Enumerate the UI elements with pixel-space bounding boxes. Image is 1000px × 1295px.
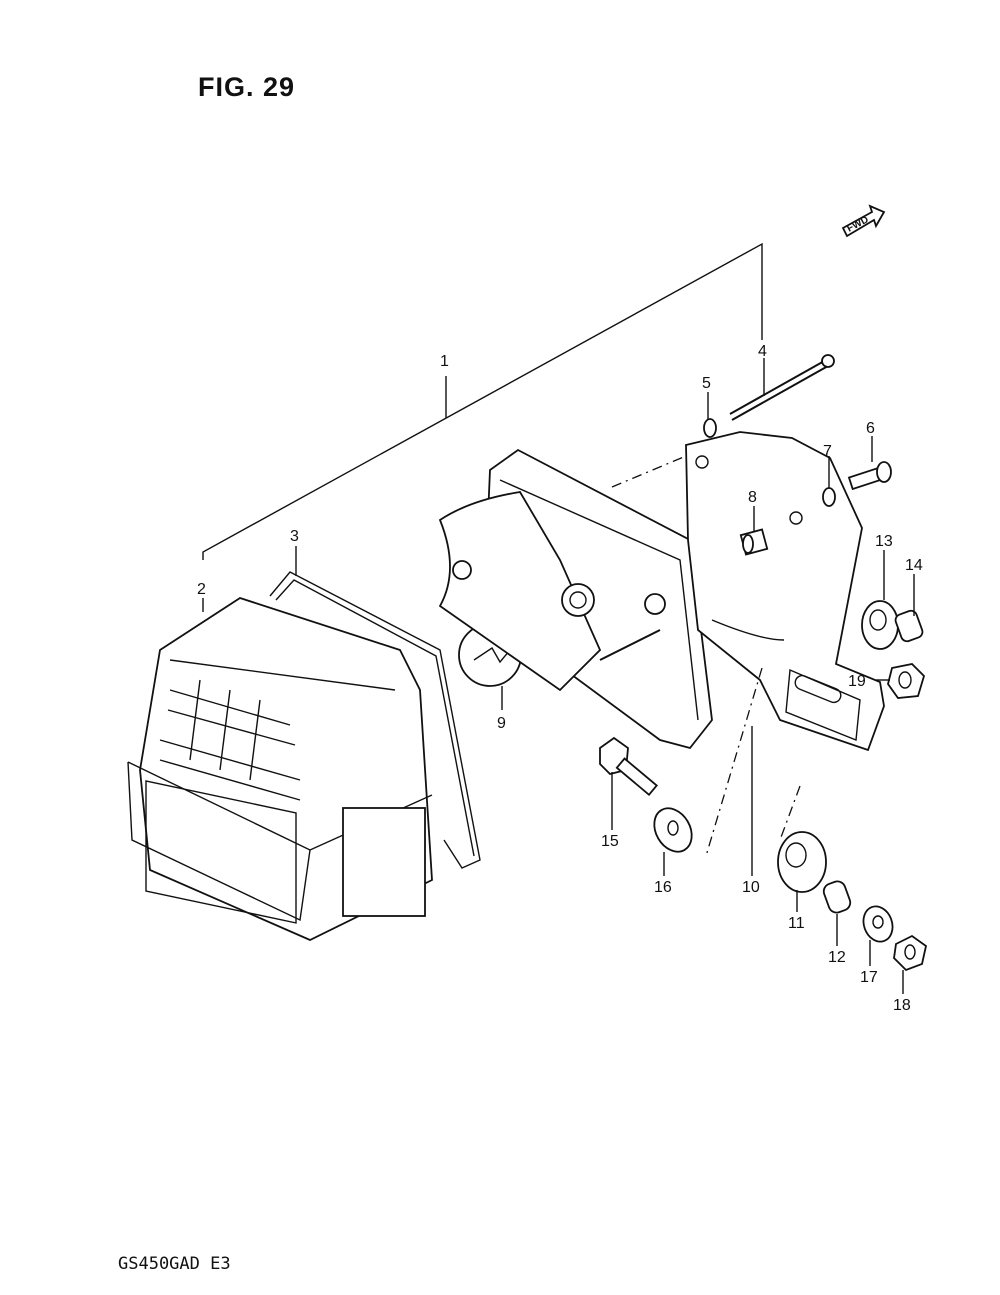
lamp-housing (438, 448, 713, 750)
part-label: 3 (290, 528, 299, 545)
part-10-bracket (685, 431, 885, 752)
part-3-gasket (269, 571, 481, 869)
part-label: 15 (601, 833, 619, 850)
part-14-collar (894, 609, 924, 643)
part-label: 2 (197, 581, 206, 598)
part-18-nut (893, 934, 928, 972)
part-label: 13 (875, 533, 893, 550)
fwd-label: FWD (845, 214, 870, 234)
model-code: GS450GAD E3 (118, 1254, 231, 1274)
part-label: 9 (497, 715, 506, 732)
part-label: 19 (848, 673, 866, 690)
part-label: 7 (823, 443, 832, 460)
part-6-screw (847, 461, 892, 491)
part-17-washer (862, 905, 894, 943)
part-label: 16 (654, 879, 672, 896)
assembly-bracket-line (202, 242, 763, 560)
forward-arrow-icon: FWD (841, 204, 886, 238)
part-4-bolt (729, 354, 835, 421)
part-8-collar (739, 528, 769, 556)
figure-title: FIG. 29 (198, 72, 296, 102)
part-13-grommet (861, 600, 899, 650)
part-7-washer (822, 487, 836, 507)
part-label: 18 (893, 997, 911, 1014)
part-label: 10 (742, 879, 760, 896)
center-lines (611, 455, 801, 857)
part-label: 5 (702, 375, 711, 392)
part-labels: 1 2 3 4 5 6 7 8 9 10 11 12 13 14 15 16 1… (197, 343, 923, 1014)
leader-lines (202, 358, 915, 994)
part-label: 11 (788, 915, 805, 932)
part-19-nut (887, 663, 926, 699)
part-5-washer (703, 418, 717, 438)
part-15-bolt (599, 736, 658, 797)
part-label: 6 (866, 420, 875, 437)
part-2-lens (127, 597, 433, 941)
part-label: 4 (758, 343, 767, 360)
part-label: 12 (828, 949, 846, 966)
part-12-collar (822, 880, 852, 914)
part-label: 14 (905, 557, 923, 574)
part-label: 17 (860, 969, 878, 986)
part-label: 8 (748, 489, 757, 506)
part-11-grommet (777, 831, 827, 893)
part-label: 1 (440, 353, 449, 370)
part-16-washer (653, 807, 693, 853)
